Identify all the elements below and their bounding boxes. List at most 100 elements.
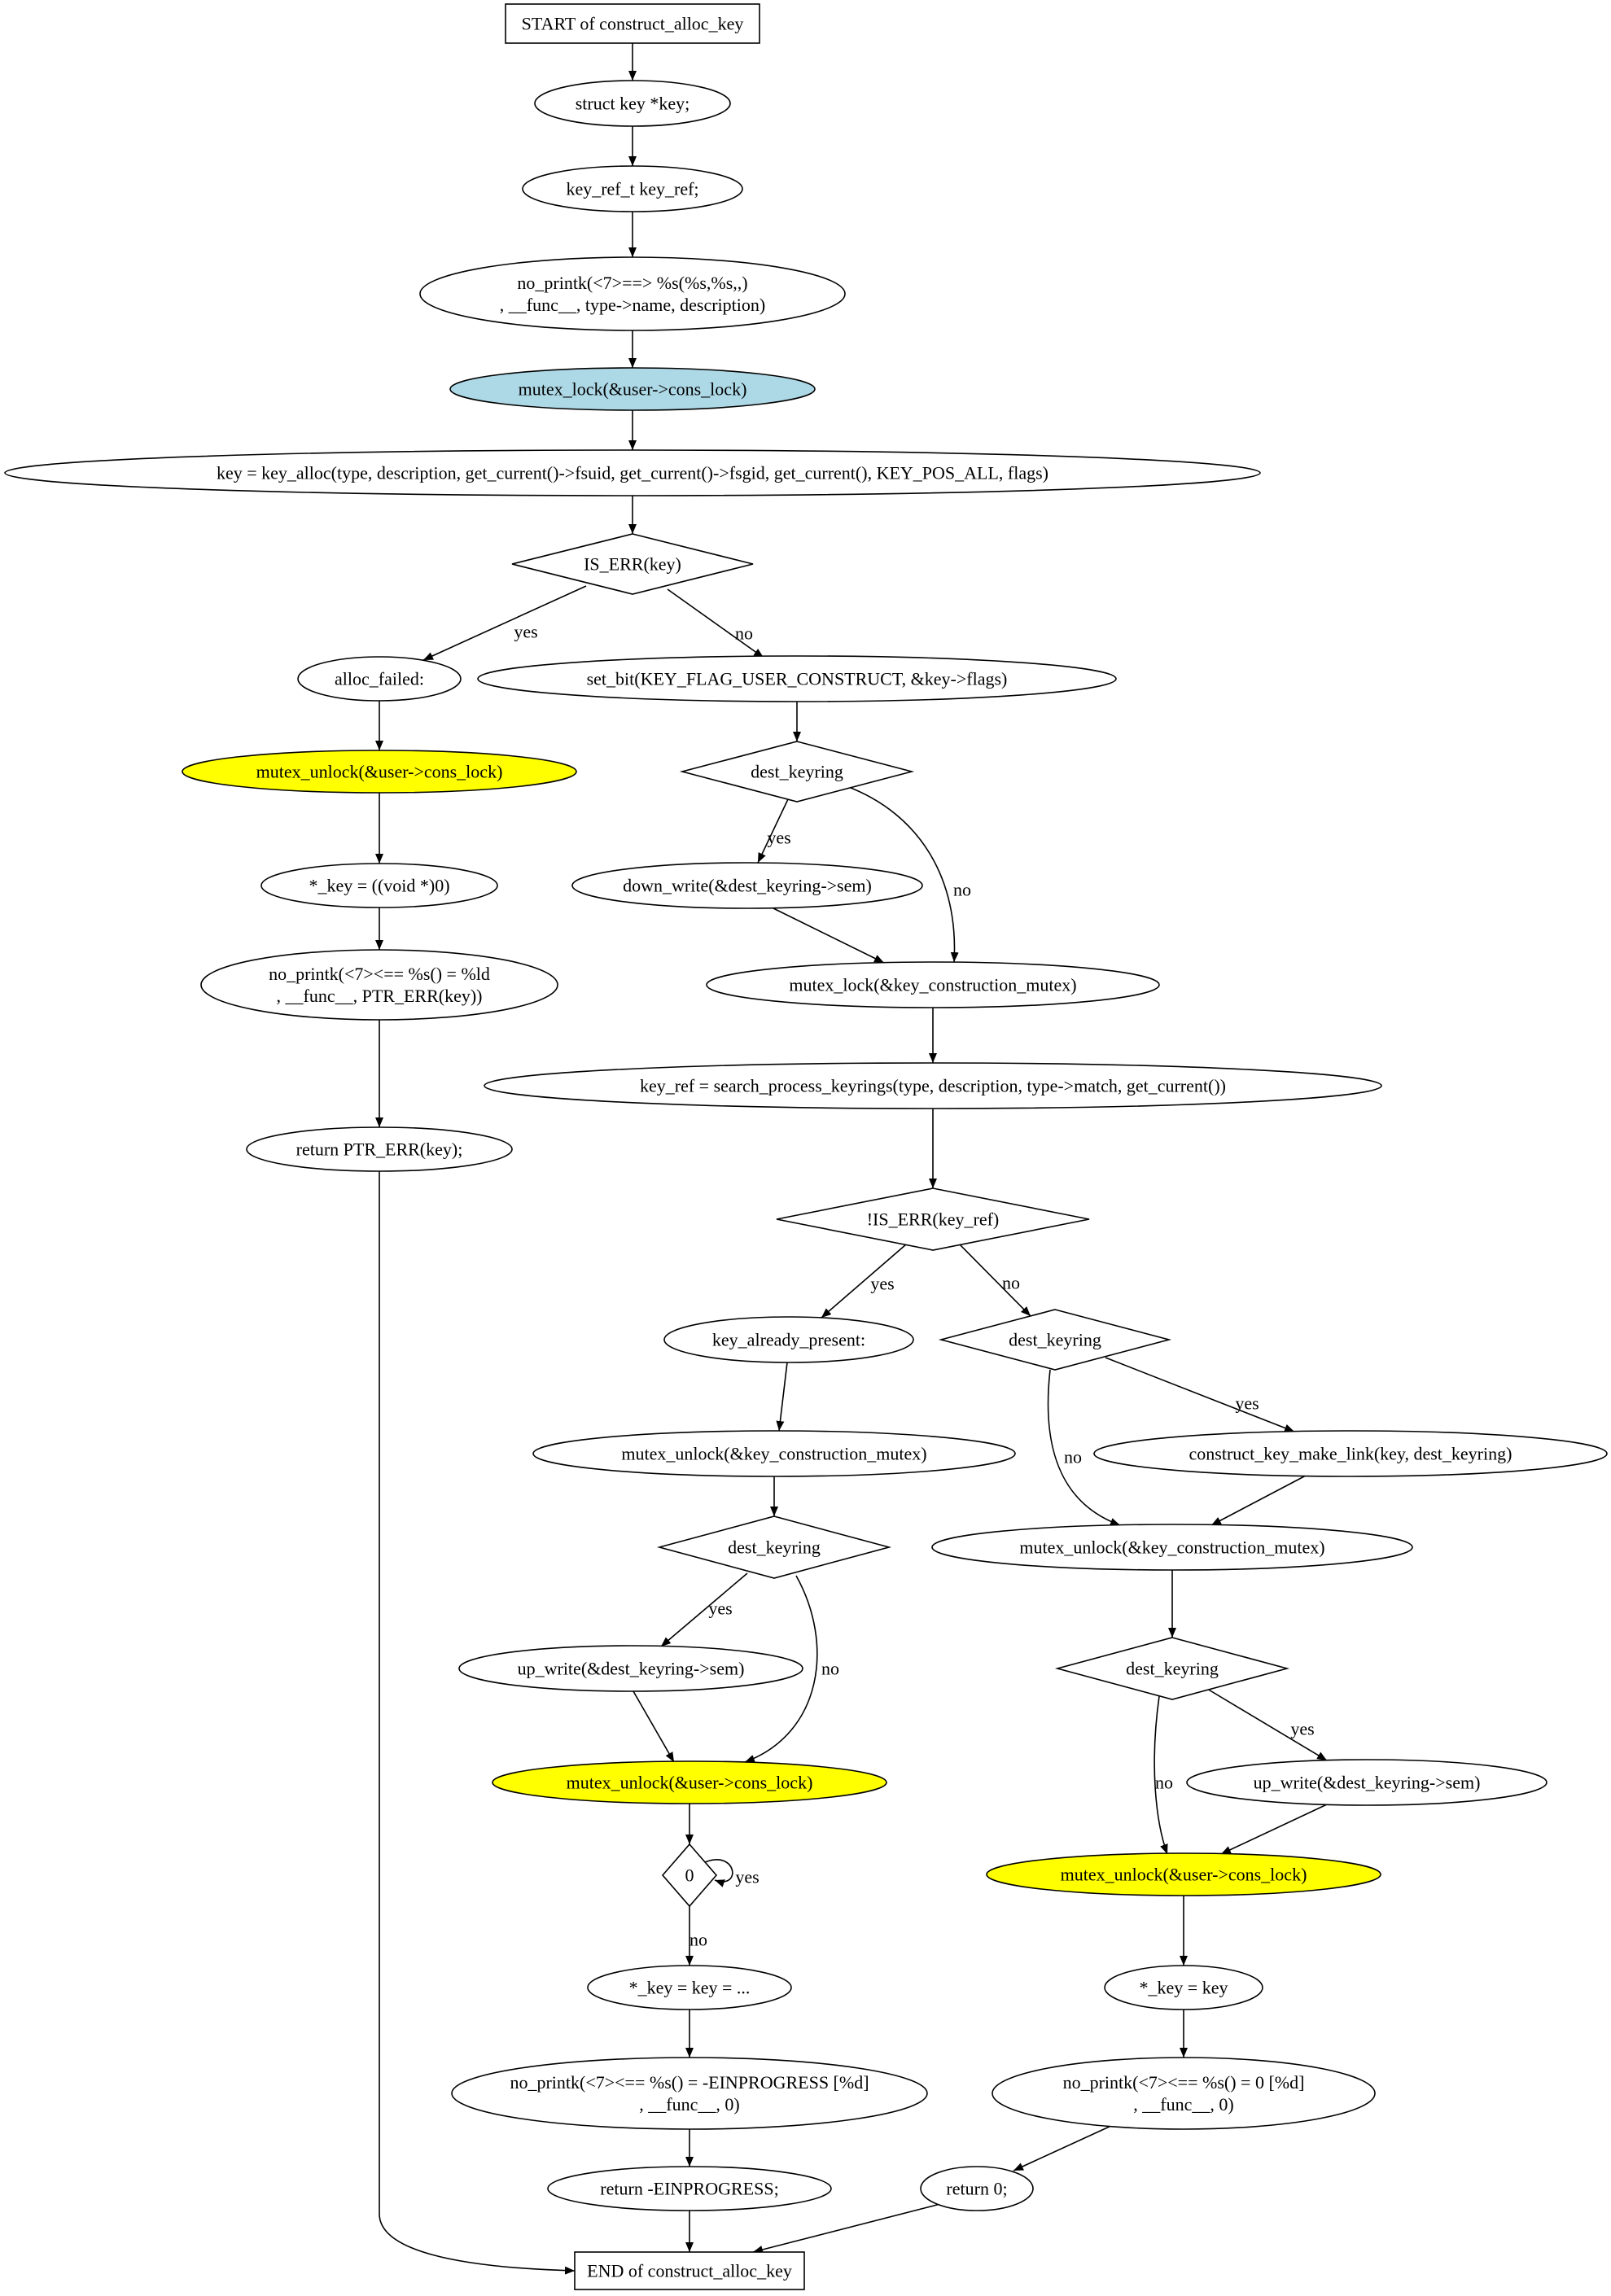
ellipse-shape: [706, 961, 1160, 1008]
ellipse-shape: [1093, 1430, 1608, 1477]
ellipse-shape: [931, 1524, 1413, 1571]
node-label-line: up_write(&dest_keyring->sem): [518, 1659, 745, 1679]
flow-edge-d_not_is_err_ref-to-n_already_present: yes: [821, 1244, 907, 1319]
flow-edge-d_zero-to-n_key_assign_a: no: [685, 1906, 707, 1966]
ellipse-shape: [663, 1316, 914, 1363]
edge-arrow: [846, 785, 959, 963]
node-label-line: dest_keyring: [728, 1537, 821, 1558]
edge-arrow: [1210, 1475, 1307, 1526]
node-label-line: , __func__, 0): [639, 2094, 739, 2115]
node-label-line: dest_keyring: [1009, 1330, 1101, 1350]
terminal-node-start: START of construct_alloc_key: [505, 3, 760, 44]
node-label-line: mutex_lock(&key_construction_mutex): [789, 975, 1076, 995]
box-shape: [505, 3, 760, 44]
ellipse-shape: [920, 2166, 1034, 2211]
step-node-n-key-assign-b: *_key = key: [1104, 1965, 1263, 2010]
edge-arrow: [1206, 1688, 1328, 1761]
step-node-n-printk-inprog: no_printk(<7><== %s() = -EINPROGRESS [%d…: [451, 2057, 928, 2130]
node-label-line: no_printk(<7><== %s() = %ld: [269, 964, 490, 984]
flow-edge-n_up_write_a-to-n_unlock_cons_a: [633, 1690, 675, 1763]
node-label-line: , __func__, PTR_ERR(key)): [277, 986, 483, 1006]
step-node-n-return-zero: return 0;: [920, 2166, 1034, 2211]
diamond-shape: [938, 1309, 1172, 1371]
terminal-node-end: END of construct_alloc_key: [574, 2251, 805, 2290]
node-label-line: mutex_unlock(&key_construction_mutex): [621, 1444, 926, 1464]
node-label-line: down_write(&dest_keyring->sem): [623, 876, 872, 896]
node-label-line: , __func__, type->name, description): [500, 295, 765, 315]
node-label-line: struct key *key;: [576, 94, 690, 114]
diamond-shape: [661, 1843, 718, 1908]
edge-arrow: [1154, 1695, 1168, 1855]
step-node-n-key-null: *_key = ((void *)0): [260, 863, 498, 908]
node-label-line: 0: [685, 1865, 694, 1886]
node-label-line: set_bit(KEY_FLAG_USER_CONSTRUCT, &key->f…: [587, 669, 1008, 689]
flow-edge-d_dest1-to-n_lock_kcm: no: [846, 785, 971, 963]
edge-label-no: no: [953, 880, 971, 900]
node-label-line: return PTR_ERR(key);: [296, 1139, 463, 1160]
ellipse-shape: [4, 449, 1261, 496]
step-node-n-down-write: down_write(&dest_keyring->sem): [571, 862, 923, 909]
step-node-n-lock-kcm: mutex_lock(&key_construction_mutex): [706, 961, 1160, 1008]
ellipse-shape: [200, 949, 558, 1021]
flow-edge-n_make_link-to-n_unlock_kcm_b: [1210, 1475, 1307, 1526]
edge-label-yes: yes: [708, 1598, 732, 1619]
node-label-line: key_already_present:: [712, 1330, 865, 1350]
node-label-line: mutex_lock(&user->cons_lock): [519, 379, 747, 400]
step-node-n-printk-ok: no_printk(<7><== %s() = 0 [%d], __func__…: [992, 2057, 1376, 2130]
node-label-line: mutex_unlock(&user->cons_lock): [256, 762, 503, 782]
decision-node-d-is-err-key: IS_ERR(key): [511, 533, 754, 595]
step-node-n-up-write-a: up_write(&dest_keyring->sem): [458, 1645, 803, 1692]
edge-arrow: [776, 1362, 788, 1432]
flow-edge-d_dest3-to-n_up_write_a: yes: [660, 1572, 748, 1647]
decision-node-d-dest4: dest_keyring: [1054, 1637, 1290, 1700]
ellipse-shape: [451, 2057, 928, 2130]
node-label-line: key_ref = search_process_keyrings(type, …: [640, 1076, 1226, 1096]
flow-edge-d_dest1-to-n_down_write: yes: [757, 798, 791, 864]
step-node-n-set-bit: set_bit(KEY_FLAG_USER_CONSTRUCT, &key->f…: [477, 655, 1117, 702]
edge-arrow: [757, 798, 789, 864]
step-node-n-unlock-kcm-a: mutex_unlock(&key_construction_mutex): [532, 1430, 1016, 1477]
edge-arrow: [1013, 2124, 1114, 2171]
flow-edge-n_down_write-to-n_lock_kcm: [773, 907, 885, 964]
flow-edge-n_return_err-to-end: [379, 1171, 576, 2275]
node-label-line: return 0;: [946, 2179, 1007, 2199]
edge-label-no: no: [1155, 1773, 1173, 1793]
node-label-line: return -EINPROGRESS;: [600, 2179, 778, 2199]
step-node-n-mutex-lock-cons: mutex_lock(&user->cons_lock): [449, 367, 816, 411]
flow-edge-d_zero-to-d_zero: yes: [704, 1859, 760, 1887]
edge-label-no: no: [735, 623, 753, 644]
edge-arrow: [752, 2203, 941, 2254]
step-node-n-key-assign-a: *_key = key = ...: [587, 1965, 792, 2010]
node-label-line: key_ref_t key_ref;: [566, 179, 698, 199]
diamond-shape: [776, 1187, 1090, 1251]
step-node-n-key-decl: struct key *key;: [534, 80, 731, 127]
node-label-line: key = key_alloc(type, description, get_c…: [217, 463, 1048, 483]
ellipse-shape: [297, 656, 462, 702]
edge-label-yes: yes: [1235, 1393, 1259, 1414]
node-label-line: no_printk(<7><== %s() = 0 [%d]: [1063, 2072, 1305, 2093]
step-node-n-key-alloc: key = key_alloc(type, description, get_c…: [4, 449, 1261, 496]
ellipse-shape: [449, 367, 816, 411]
ellipse-shape: [477, 655, 1117, 702]
ellipse-shape: [484, 1062, 1382, 1109]
step-node-n-search: key_ref = search_process_keyrings(type, …: [484, 1062, 1382, 1109]
ellipse-shape: [1186, 1759, 1548, 1806]
edge-arrow: [1220, 1804, 1328, 1855]
step-node-n-return-err: return PTR_ERR(key);: [246, 1126, 513, 1172]
step-node-n-up-write-b: up_write(&dest_keyring->sem): [1186, 1759, 1548, 1806]
step-node-n-alloc-failed: alloc_failed:: [297, 656, 462, 702]
ellipse-shape: [986, 1852, 1381, 1896]
edge-label-no: no: [821, 1659, 839, 1679]
ellipse-shape: [419, 256, 846, 331]
edge-label-no: no: [689, 1930, 707, 1950]
node-label-line: END of construct_alloc_key: [587, 2261, 792, 2281]
diamond-shape: [1054, 1637, 1290, 1700]
edge-label-no: no: [1064, 1447, 1082, 1467]
edge-arrow: [667, 588, 764, 658]
ellipse-shape: [458, 1645, 803, 1692]
flow-edge-n_return_zero-to-end: [752, 2203, 941, 2254]
ellipse-shape: [492, 1760, 887, 1804]
